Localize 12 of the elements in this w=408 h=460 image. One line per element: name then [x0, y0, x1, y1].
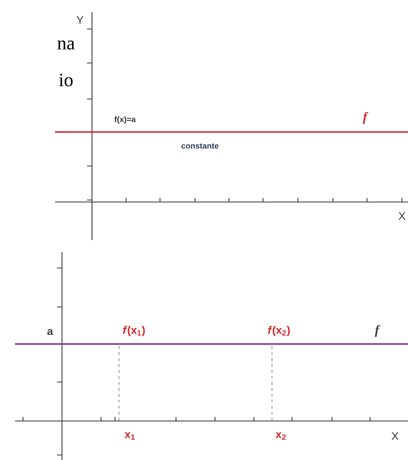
value-label: f(x$_{1}$)	[123, 326, 145, 336]
tick-label: x$_{2}$	[276, 432, 286, 440]
axis-label: X	[398, 212, 406, 220]
value-label: f(x$_{2}$)	[268, 326, 290, 336]
tick-label: x$_{1}$	[124, 432, 135, 440]
function-label: f	[362, 112, 368, 124]
page-text: io	[59, 74, 73, 86]
page-text: na	[58, 40, 75, 50]
function-label: f	[374, 325, 380, 337]
axis-label: X	[392, 432, 398, 440]
axis-label: Y	[76, 16, 84, 24]
value-label: a	[47, 329, 54, 335]
